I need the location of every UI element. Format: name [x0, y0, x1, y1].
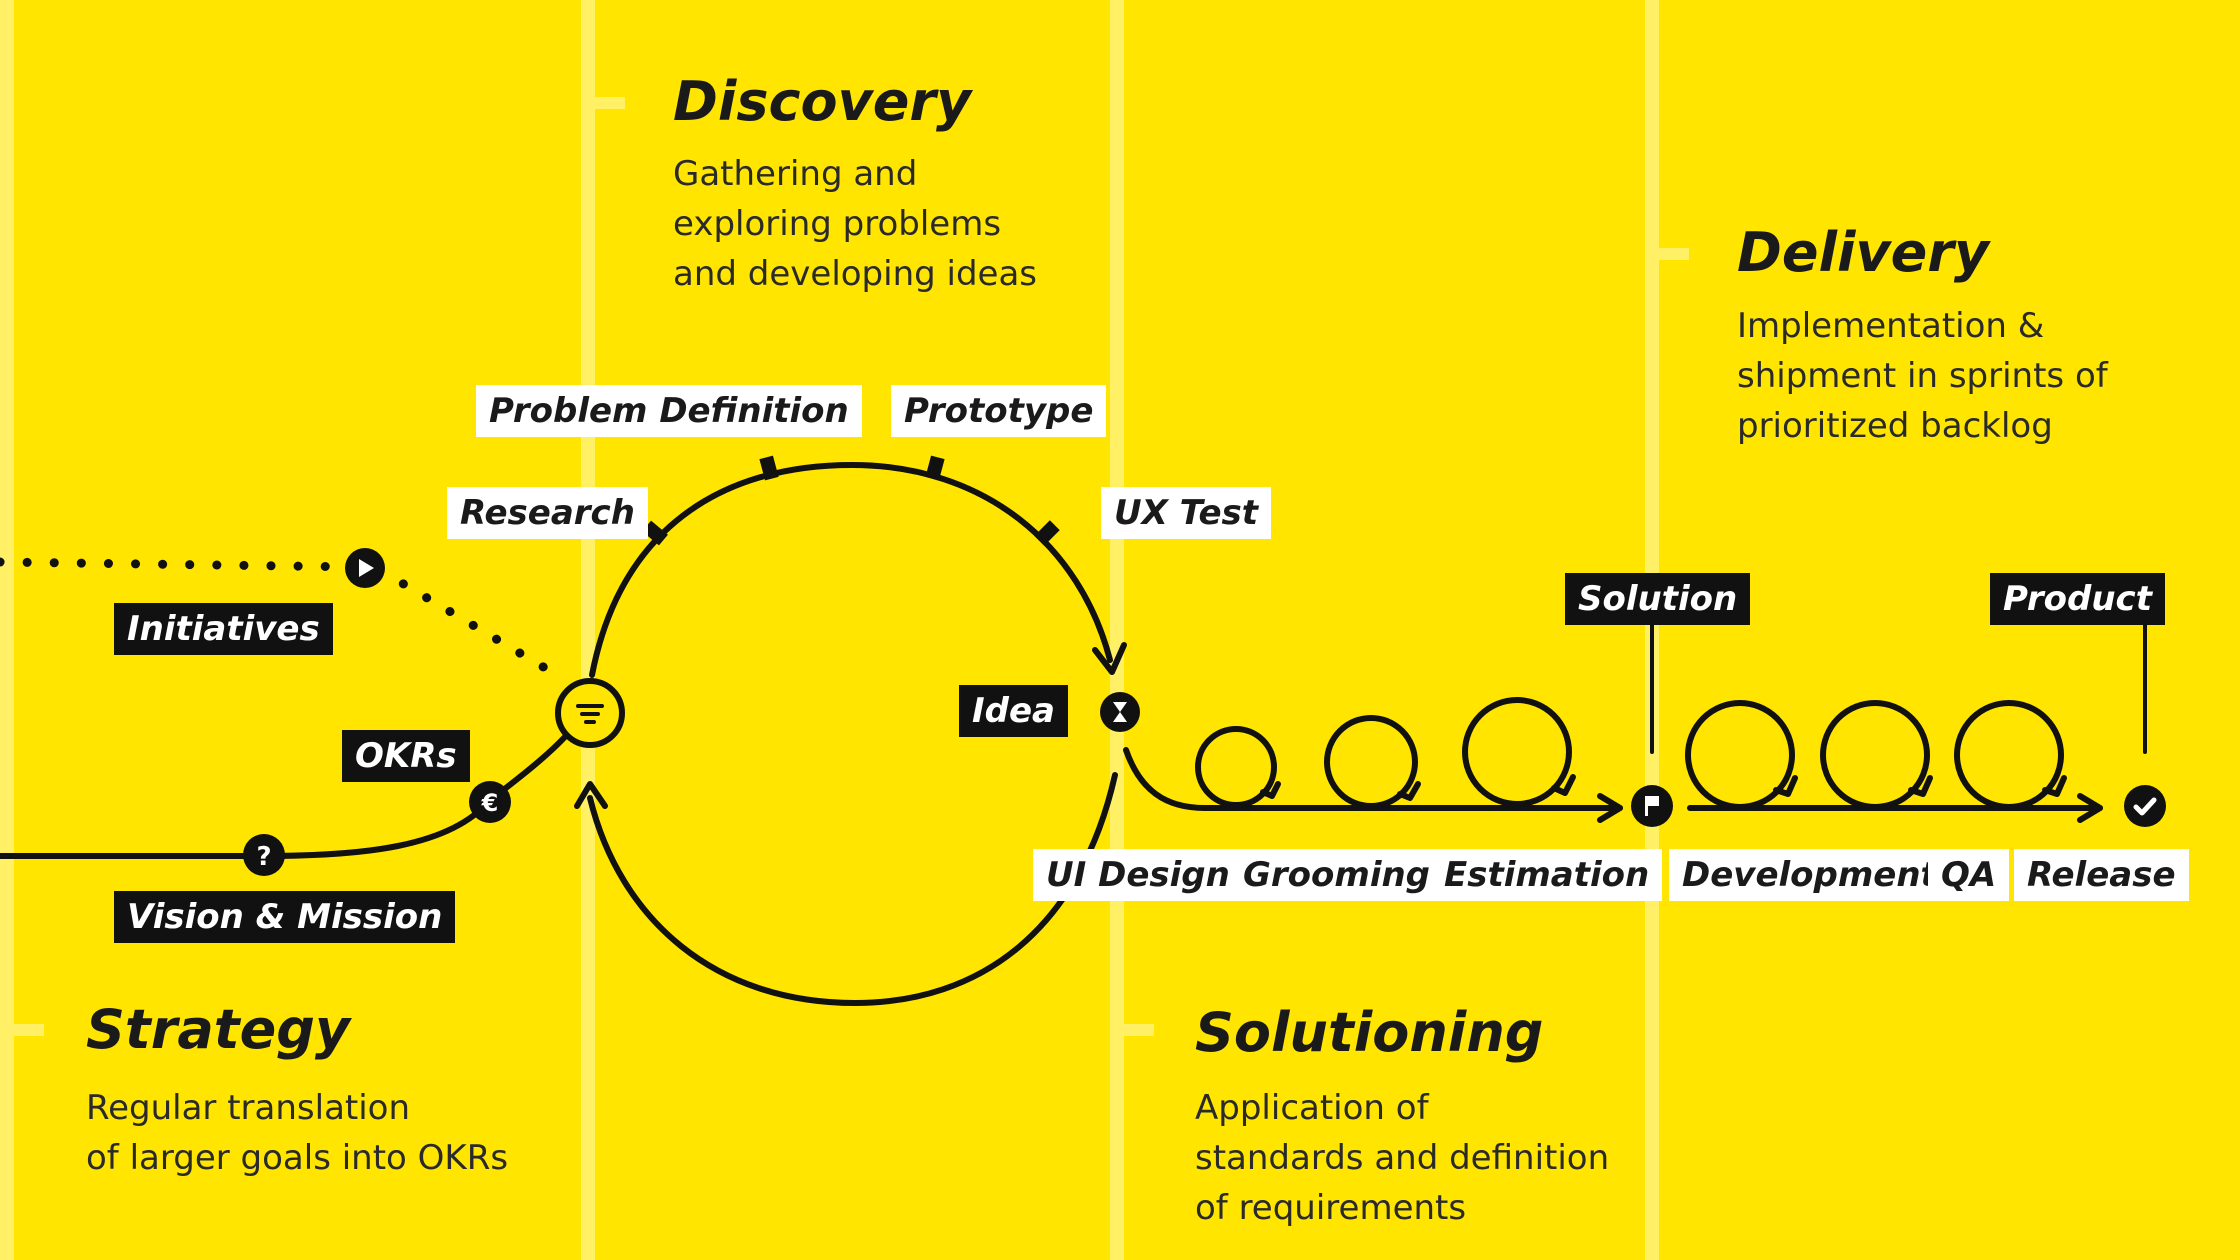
initiatives-dotted-diagonal — [375, 565, 550, 673]
arc-tick-ux-test — [1034, 520, 1060, 546]
strategy-path — [0, 722, 578, 859]
label-idea: Idea — [959, 685, 1068, 737]
solutioning-title: Solutioning — [1195, 1001, 1544, 1064]
solutioning-path — [1123, 747, 1623, 811]
loop-release — [1954, 700, 2064, 810]
play-icon — [359, 559, 374, 577]
hourglass-icon — [1113, 702, 1127, 722]
arc-tick-research — [642, 520, 668, 546]
solution-node — [1631, 785, 1673, 827]
check-icon — [2133, 797, 2157, 816]
loop-estimation — [1462, 697, 1572, 807]
loop-qa — [1820, 700, 1930, 810]
initiatives-dotted-path — [0, 557, 370, 572]
vision-mission-node: ? — [243, 834, 285, 876]
delivery-description: Implementation & shipment in sprints of … — [1737, 306, 2108, 446]
lane-tick-discovery — [595, 97, 625, 109]
label-release: Release — [2014, 849, 2189, 901]
label-problem-definition: Problem Definition — [476, 385, 862, 437]
lane-tick-delivery — [1659, 248, 1689, 260]
label-development: Development — [1669, 849, 1950, 901]
lane-tick-solutioning — [1124, 1024, 1154, 1036]
lane-tick-strategy — [14, 1024, 44, 1036]
loop-development — [1685, 700, 1795, 810]
okrs-node: € — [469, 781, 511, 823]
discovery-entry-node — [555, 678, 625, 748]
label-grooming: Grooming — [1230, 849, 1444, 901]
lane-divider-1 — [0, 0, 14, 1260]
discovery-description: Gathering and exploring problems and dev… — [673, 154, 1038, 294]
label-qa: QA — [1928, 849, 2010, 901]
loop-ui-design — [1195, 726, 1277, 808]
filter-icon — [576, 704, 604, 724]
solutioning-description: Application of standards and definition … — [1195, 1088, 1610, 1228]
label-research: Research — [447, 487, 648, 539]
initiatives-node — [345, 548, 385, 588]
idea-node — [1100, 692, 1140, 732]
solution-arrowhead — [1597, 793, 1623, 823]
label-okrs: OKRs — [342, 730, 470, 782]
lane-divider-2 — [581, 0, 595, 1260]
lane-divider-3 — [1110, 0, 1124, 1260]
euro-icon: € — [481, 789, 499, 817]
question-icon: ? — [256, 842, 271, 872]
discovery-title: Discovery — [673, 70, 972, 133]
label-prototype: Prototype — [891, 385, 1107, 437]
research-return-arrowhead — [574, 781, 608, 809]
arc-tick-problem-definition — [759, 455, 779, 481]
product-arrowhead — [2077, 793, 2103, 823]
flag-icon — [1645, 796, 1659, 816]
loop-grooming — [1324, 715, 1418, 809]
discovery-upper-arc — [589, 462, 1113, 678]
product-node — [2124, 785, 2166, 827]
label-ui-design: UI Design — [1033, 849, 1243, 901]
arc-tick-prototype — [925, 455, 945, 481]
label-initiatives: Initiatives — [114, 603, 333, 655]
label-ux-test: UX Test — [1101, 487, 1272, 539]
label-vision-mission: Vision & Mission — [114, 891, 456, 943]
ux-test-arrowhead — [1092, 642, 1127, 675]
label-solution: Solution — [1565, 573, 1751, 625]
label-estimation: Estimation — [1431, 849, 1663, 901]
strategy-description: Regular translation of larger goals into… — [86, 1088, 509, 1178]
strategy-title: Strategy — [86, 998, 351, 1061]
delivery-title: Delivery — [1737, 221, 1990, 284]
label-product: Product — [1990, 573, 2165, 625]
